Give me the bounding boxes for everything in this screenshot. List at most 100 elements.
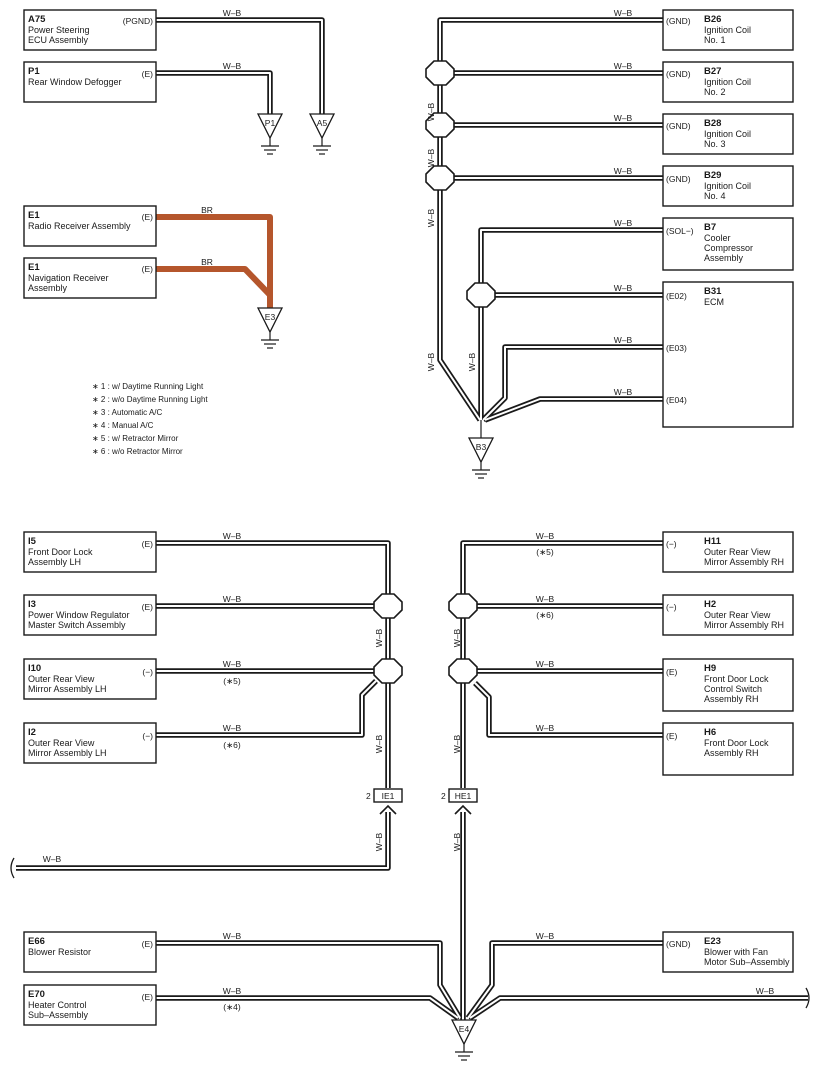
component-id: H6: [704, 727, 716, 738]
wire-layer: [10, 17, 810, 1021]
splice-junction: [466, 282, 496, 308]
component-i3: I3 Power Window Regulator Master Switch …: [23, 594, 157, 636]
connector-box: [448, 788, 478, 803]
wire-core: [480, 229, 663, 420]
connector-pin: 2: [441, 791, 446, 801]
wire-color-label: W–B: [614, 283, 633, 293]
wire-color-label: W–B: [614, 8, 633, 18]
wire-color-label: W–B: [426, 102, 436, 121]
component-id: I10: [28, 663, 41, 674]
wire-core: [467, 942, 663, 1019]
wire-color-label: W–B: [426, 208, 436, 227]
connector-arrow: [379, 804, 397, 815]
splice-junction: [425, 60, 455, 86]
component-name: Ignition Coil: [704, 77, 751, 87]
component-box: [23, 61, 157, 103]
wire-option-note: (∗5): [223, 676, 241, 686]
wire-color-label: W–B: [536, 659, 555, 669]
component-name: Rear Window Defogger: [28, 77, 122, 87]
wire-core: [156, 542, 389, 788]
wire-color-label: W–B: [223, 659, 242, 669]
component-name: No. 3: [704, 139, 726, 149]
component-h9: (E) H9 Front Door Lock Control Switch As…: [662, 658, 794, 712]
splice-junction: [373, 593, 403, 619]
component-name: Outer Rear View: [28, 674, 95, 684]
footnote-item: ∗ 6 : w/o Retractor Mirror: [92, 447, 183, 456]
component-name: Front Door Lock: [704, 674, 769, 684]
component-h6: (E) H6 Front Door Lock Assembly RH: [662, 722, 794, 776]
component-b28: (GND) B28 Ignition Coil No. 3: [662, 113, 794, 155]
wire-color-label: W–B: [374, 832, 384, 851]
component-name: Front Door Lock: [28, 547, 93, 557]
component-name: Power Window Regulator: [28, 610, 130, 620]
ground-label: P1: [265, 118, 276, 128]
wire-color-label: W–B: [452, 734, 462, 753]
component-name: Navigation Receiver: [28, 273, 109, 283]
component-i2: I2 Outer Rear View Mirror Assembly LH (−…: [23, 722, 157, 764]
wire-color-label: BR: [201, 257, 213, 267]
wire-e23-e4: [465, 940, 663, 1020]
component-name: Mirror Assembly LH: [28, 748, 107, 758]
wire-color-label: W–B: [374, 734, 384, 753]
wire-core: [16, 812, 389, 869]
component-name: Control Switch: [704, 684, 762, 694]
ground-triangle: [256, 113, 284, 140]
component-box: [662, 113, 794, 155]
component-name: Master Switch Assembly: [28, 620, 126, 630]
wire-color-label: W–B: [223, 594, 242, 604]
splice-junction: [425, 112, 455, 138]
component-pin: (E): [142, 212, 154, 222]
component-name: Mirror Assembly LH: [28, 684, 107, 694]
footnote-item: ∗ 4 : Manual A/C: [92, 421, 154, 430]
component-pin: (−): [666, 539, 677, 549]
wire-option-note: (∗6): [536, 610, 554, 620]
component-box: [662, 217, 794, 271]
component-h11: (−) H11 Outer Rear View Mirror Assembly …: [662, 531, 794, 573]
wire-color-label: W–B: [614, 166, 633, 176]
component-box: [23, 658, 157, 700]
ground-e4: E4: [450, 1019, 478, 1061]
component-p1: P1 Rear Window Defogger (E): [23, 61, 157, 103]
component-pin: (E04): [666, 395, 687, 405]
component-name: Compressor: [704, 243, 753, 253]
component-name: Blower with Fan: [704, 947, 768, 957]
wire-color-label: W–B: [223, 986, 242, 996]
component-id: I2: [28, 727, 36, 738]
component-box: [662, 531, 794, 573]
component-name: ECM: [704, 297, 724, 307]
component-pin: (E02): [666, 291, 687, 301]
wire-ie1-out: [16, 812, 391, 871]
wire-i5-ie1: [156, 540, 391, 788]
wire-label-layer: W–B W–B BR BR W–B W–B W–B W–B W–B W–B W–…: [43, 8, 775, 1012]
component-name: Cooler: [704, 233, 731, 243]
wire-br-radio: [156, 214, 273, 308]
wire-h6-branch: [473, 681, 663, 738]
component-name: Blower Resistor: [28, 947, 91, 957]
component-id: H11: [704, 536, 722, 547]
component-pin: (GND): [666, 939, 691, 949]
ground-triangle: [450, 1019, 478, 1046]
wire-color-label: W–B: [614, 113, 633, 123]
component-pin: (GND): [666, 16, 691, 26]
wire-color-label: W–B: [223, 8, 242, 18]
footnote-item: ∗ 5 : w/ Retractor Mirror: [92, 434, 179, 443]
wire-core: [482, 346, 663, 421]
component-box: [662, 9, 794, 51]
wire-br-nav: [156, 266, 273, 298]
component-pin: (E): [142, 264, 154, 274]
component-name: Ignition Coil: [704, 181, 751, 191]
component-name: Front Door Lock: [704, 738, 769, 748]
component-name: No. 2: [704, 87, 726, 97]
wire-core: [474, 682, 663, 736]
ground-triangle: [256, 307, 284, 334]
component-id: B29: [704, 170, 721, 181]
ground-label: E4: [459, 1024, 470, 1034]
component-box: [662, 658, 794, 712]
component-e23: (GND) E23 Blower with Fan Motor Sub–Asse…: [662, 931, 794, 973]
component-pin: (−): [666, 602, 677, 612]
component-name: Outer Rear View: [704, 547, 771, 557]
wire-break-left: [10, 857, 15, 879]
footnote-item: ∗ 3 : Automatic A/C: [92, 408, 163, 417]
wire-core: [156, 19, 323, 114]
